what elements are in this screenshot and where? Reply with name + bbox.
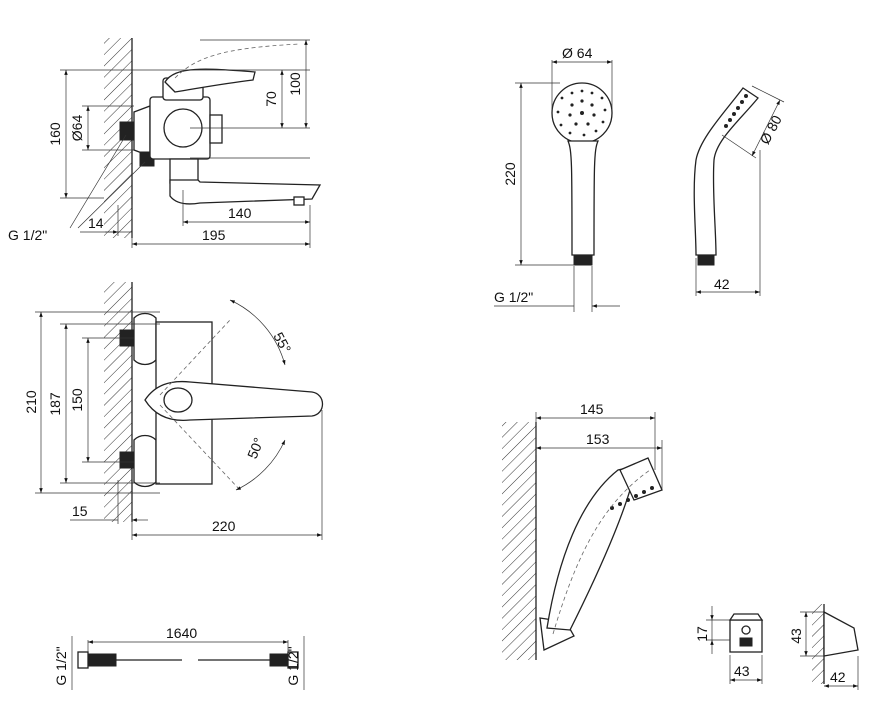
dim-100: 100 [287, 72, 303, 96]
hand-shower-front-view: Ø 64 220 G 1/2" [494, 45, 620, 312]
dim-150: 150 [69, 388, 85, 412]
dim-diameter-80: Ø 80 [756, 112, 784, 146]
hand-shower-side-view: Ø 80 42 [693, 85, 785, 296]
dim-153: 153 [586, 431, 610, 447]
dim-195: 195 [202, 227, 226, 243]
angle-50: 50° [244, 435, 267, 461]
dim-220-mixer: 220 [212, 518, 236, 534]
label-thread-g12-a: G 1/2" [8, 227, 47, 243]
dim-42-holder: 42 [830, 669, 846, 685]
dim-70: 70 [263, 91, 279, 107]
dim-17: 17 [694, 626, 710, 642]
dim-14: 14 [88, 215, 104, 231]
label-thread-g12-b: G 1/2" [53, 646, 69, 685]
label-thread-g12-c: G 1/2" [285, 646, 301, 685]
dim-160: 160 [47, 122, 63, 146]
dim-43-front: 43 [734, 663, 750, 679]
dim-145: 145 [580, 401, 604, 417]
dim-43-side: 43 [788, 628, 804, 644]
mixer-top-view: 210 187 150 15 220 55° 50° [23, 282, 324, 540]
holder-assembly-view: 145 153 [502, 401, 663, 660]
dim-15: 15 [72, 503, 88, 519]
dim-1640: 1640 [166, 625, 197, 641]
holder-side-view: 43 42 [788, 604, 859, 690]
dim-diameter-64-shower: Ø 64 [562, 45, 593, 61]
mixer-side-view: 160 Ø64 70 100 140 195 14 G 1/2" [8, 38, 322, 248]
spray-nozzles [556, 89, 607, 137]
holder-front-view: 17 43 [694, 606, 764, 684]
dim-42-shower: 42 [714, 276, 730, 292]
angle-55: 55° [270, 330, 294, 356]
dim-187: 187 [47, 392, 63, 416]
dim-diameter-64: Ø64 [69, 115, 85, 142]
label-thread-g12-d: G 1/2" [494, 289, 533, 305]
hose-view: 1640 G 1/2" G 1/2" [53, 625, 305, 690]
dim-210: 210 [23, 390, 39, 414]
side-nozzles [724, 94, 748, 128]
dim-220-shower: 220 [502, 162, 518, 186]
dim-140: 140 [228, 205, 252, 221]
